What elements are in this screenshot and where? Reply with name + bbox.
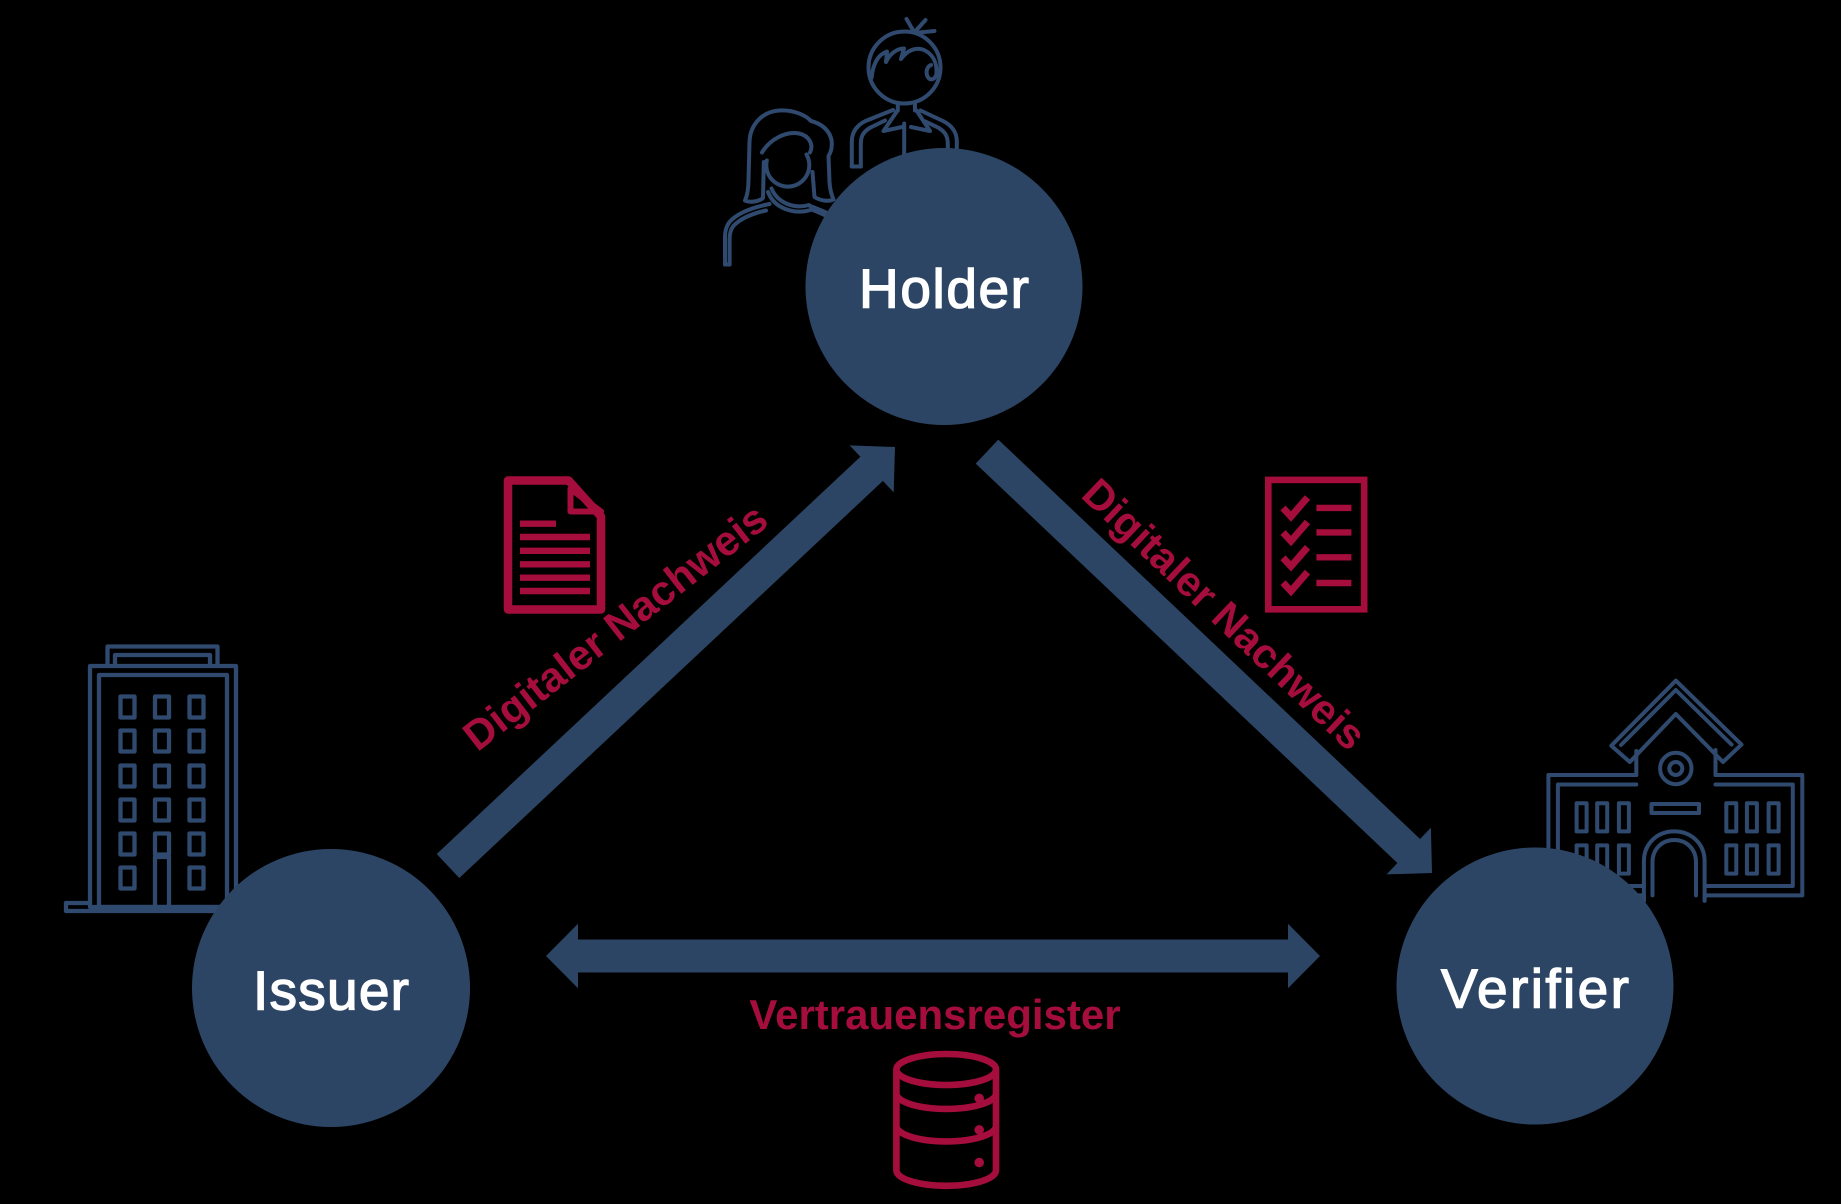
svg-text:Holder: Holder — [859, 258, 1029, 320]
svg-text:Issuer: Issuer — [253, 960, 409, 1022]
svg-text:Verifier: Verifier — [1441, 958, 1629, 1020]
svg-text:Vertrauensregister: Vertrauensregister — [749, 991, 1120, 1038]
